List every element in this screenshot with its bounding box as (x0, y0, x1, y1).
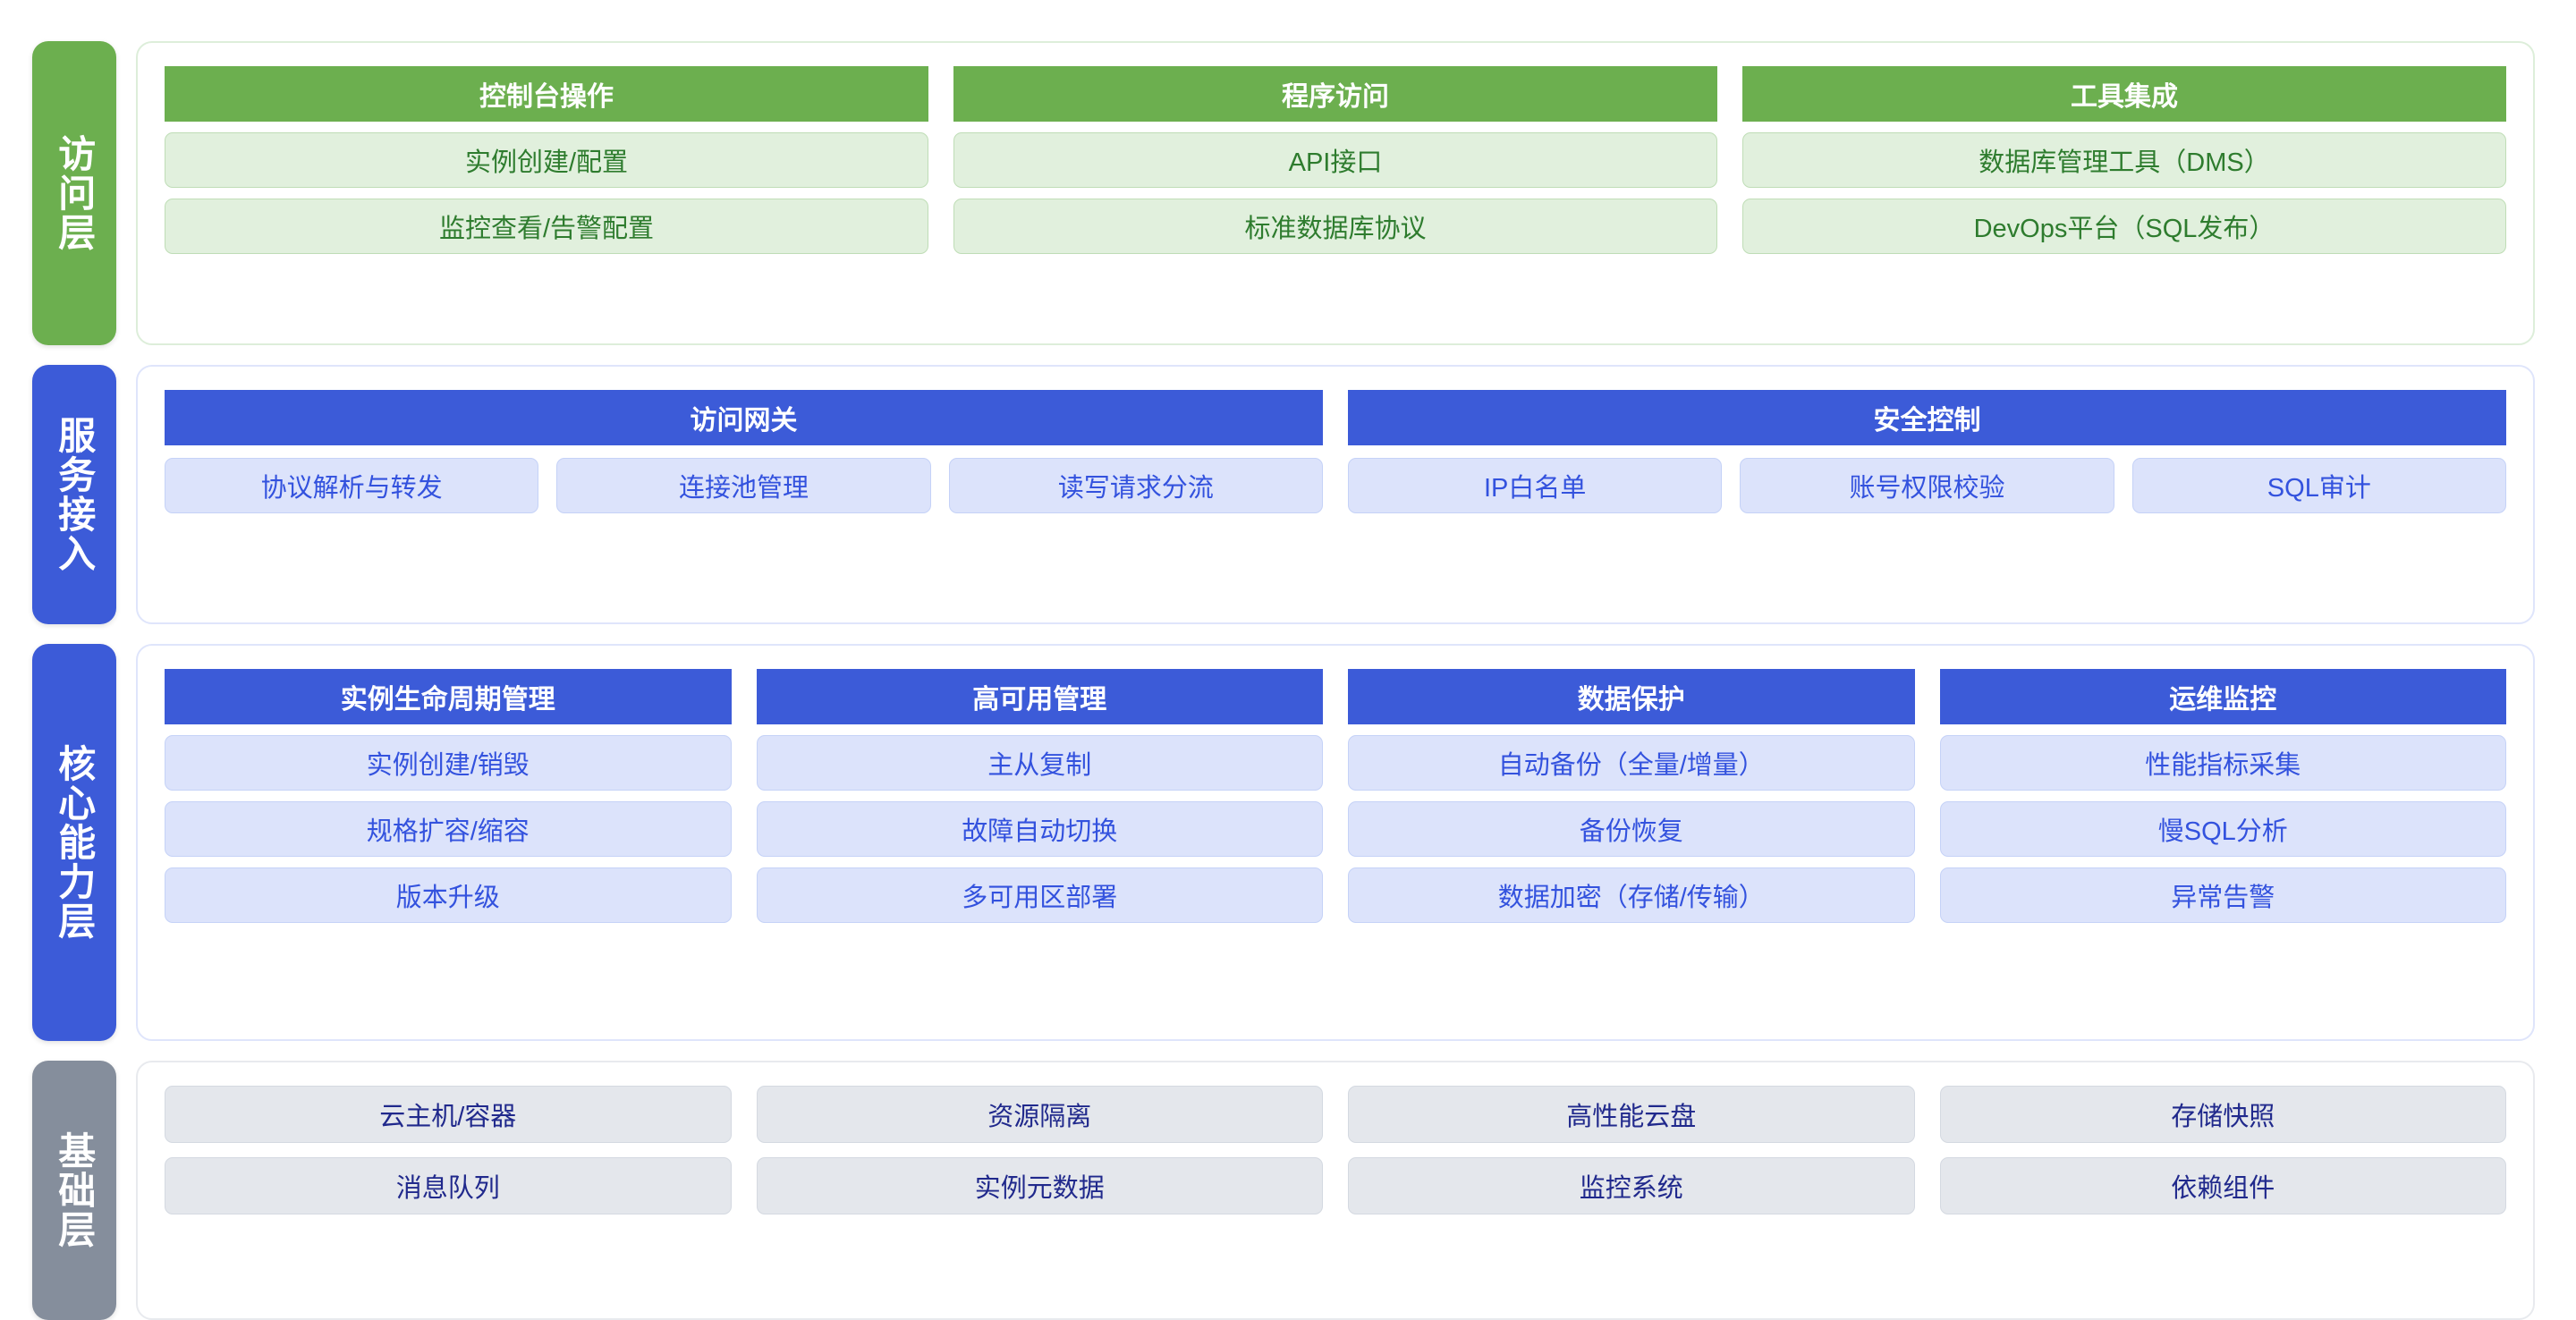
item-account-permission-check[interactable]: 账号权限校验 (1740, 458, 2114, 513)
item-api-interface[interactable]: API接口 (953, 132, 1717, 188)
group-title-high-availability: 高可用管理 (756, 669, 1323, 724)
item-dms-tool[interactable]: 数据库管理工具（DMS） (1742, 132, 2506, 188)
group-console-operations: 控制台操作 实例创建/配置 监控查看/告警配置 (165, 66, 928, 320)
group-title-data-protection: 数据保护 (1348, 669, 1915, 724)
item-storage-snapshot[interactable]: 存储快照 (1939, 1086, 2506, 1143)
group-access-gateway-chips: 协议解析与转发 连接池管理 读写请求分流 (165, 458, 1323, 513)
group-access-gateway: 访问网关 协议解析与转发 连接池管理 读写请求分流 (165, 390, 1323, 599)
item-slow-sql-analysis[interactable]: 慢SQL分析 (1939, 801, 2506, 857)
item-cloud-host-container[interactable]: 云主机/容器 (165, 1086, 732, 1143)
item-resource-isolation[interactable]: 资源隔离 (756, 1086, 1323, 1143)
item-sql-audit[interactable]: SQL审计 (2131, 458, 2506, 513)
item-standard-db-protocol[interactable]: 标准数据库协议 (953, 199, 1717, 254)
group-security-control: 安全控制 IP白名单 账号权限校验 SQL审计 (1348, 390, 2506, 599)
foundation-row-1: 云主机/容器 资源隔离 高性能云盘 存储快照 (165, 1086, 2506, 1143)
group-ops-monitoring: 运维监控 性能指标采集 慢SQL分析 异常告警 (1939, 669, 2506, 1016)
layer-foundation: 基础层 云主机/容器 资源隔离 高性能云盘 存储快照 消息队列 实例元数据 监控… (32, 1061, 2535, 1320)
layer-service-access: 服务接入 访问网关 协议解析与转发 连接池管理 读写请求分流 安全控制 IP白名… (32, 365, 2535, 624)
item-connection-pool-management[interactable]: 连接池管理 (556, 458, 931, 513)
item-read-write-splitting[interactable]: 读写请求分流 (948, 458, 1323, 513)
group-title-ops-monitoring: 运维监控 (1939, 669, 2506, 724)
group-high-availability: 高可用管理 主从复制 故障自动切换 多可用区部署 (756, 669, 1323, 1016)
layer-core-capability-panel: 实例生命周期管理 实例创建/销毁 规格扩容/缩容 版本升级 高可用管理 主从复制… (136, 644, 2535, 1041)
foundation-row-2: 消息队列 实例元数据 监控系统 依赖组件 (165, 1157, 2506, 1214)
layer-core-capability: 核心能力层 实例生命周期管理 实例创建/销毁 规格扩容/缩容 版本升级 高可用管… (32, 644, 2535, 1041)
layer-access: 访问层 控制台操作 实例创建/配置 监控查看/告警配置 程序访问 API接口 标… (32, 41, 2535, 345)
layer-label-service-access: 服务接入 (32, 365, 116, 624)
item-protocol-parse-forward[interactable]: 协议解析与转发 (165, 458, 539, 513)
group-tool-integration: 工具集成 数据库管理工具（DMS） DevOps平台（SQL发布） (1742, 66, 2506, 320)
item-auto-backup[interactable]: 自动备份（全量/增量） (1348, 735, 1915, 791)
group-title-security-control: 安全控制 (1348, 390, 2506, 445)
layer-label-core-capability: 核心能力层 (32, 644, 116, 1041)
layer-label-foundation-text: 基础层 (53, 1131, 96, 1249)
layer-label-access: 访问层 (32, 41, 116, 345)
group-instance-lifecycle: 实例生命周期管理 实例创建/销毁 规格扩容/缩容 版本升级 (165, 669, 732, 1016)
item-exception-alarm[interactable]: 异常告警 (1939, 867, 2506, 923)
group-security-control-chips: IP白名单 账号权限校验 SQL审计 (1348, 458, 2506, 513)
item-message-queue[interactable]: 消息队列 (165, 1157, 732, 1214)
item-high-performance-cloud-disk[interactable]: 高性能云盘 (1348, 1086, 1915, 1143)
item-instance-create-destroy[interactable]: 实例创建/销毁 (165, 735, 732, 791)
group-title-tool-integration: 工具集成 (1742, 66, 2506, 122)
layer-access-panel: 控制台操作 实例创建/配置 监控查看/告警配置 程序访问 API接口 标准数据库… (136, 41, 2535, 345)
item-performance-metrics-collection[interactable]: 性能指标采集 (1939, 735, 2506, 791)
group-title-instance-lifecycle: 实例生命周期管理 (165, 669, 732, 724)
item-automatic-failover[interactable]: 故障自动切换 (756, 801, 1323, 857)
item-instance-metadata[interactable]: 实例元数据 (756, 1157, 1323, 1214)
group-title-program-access: 程序访问 (953, 66, 1717, 122)
layer-service-access-panel: 访问网关 协议解析与转发 连接池管理 读写请求分流 安全控制 IP白名单 账号权… (136, 365, 2535, 624)
group-program-access: 程序访问 API接口 标准数据库协议 (953, 66, 1717, 320)
group-title-access-gateway: 访问网关 (165, 390, 1323, 445)
item-spec-scale-up-down[interactable]: 规格扩容/缩容 (165, 801, 732, 857)
item-backup-restore[interactable]: 备份恢复 (1348, 801, 1915, 857)
item-instance-create-config[interactable]: 实例创建/配置 (165, 132, 928, 188)
item-version-upgrade[interactable]: 版本升级 (165, 867, 732, 923)
group-data-protection: 数据保护 自动备份（全量/增量） 备份恢复 数据加密（存储/传输） (1348, 669, 1915, 1016)
item-devops-platform[interactable]: DevOps平台（SQL发布） (1742, 199, 2506, 254)
item-dependency-components[interactable]: 依赖组件 (1939, 1157, 2506, 1214)
layer-label-foundation: 基础层 (32, 1061, 116, 1320)
group-title-console-operations: 控制台操作 (165, 66, 928, 122)
item-data-encryption[interactable]: 数据加密（存储/传输） (1348, 867, 1915, 923)
item-monitor-alarm-config[interactable]: 监控查看/告警配置 (165, 199, 928, 254)
layer-label-service-access-text: 服务接入 (53, 416, 96, 573)
item-monitoring-system[interactable]: 监控系统 (1348, 1157, 1915, 1214)
layer-label-core-capability-text: 核心能力层 (53, 744, 96, 941)
item-ip-whitelist[interactable]: IP白名单 (1348, 458, 1723, 513)
layer-foundation-panel: 云主机/容器 资源隔离 高性能云盘 存储快照 消息队列 实例元数据 监控系统 依… (136, 1061, 2535, 1320)
item-master-slave-replication[interactable]: 主从复制 (756, 735, 1323, 791)
item-multi-az-deployment[interactable]: 多可用区部署 (756, 867, 1323, 923)
layer-label-access-text: 访问层 (53, 134, 96, 252)
